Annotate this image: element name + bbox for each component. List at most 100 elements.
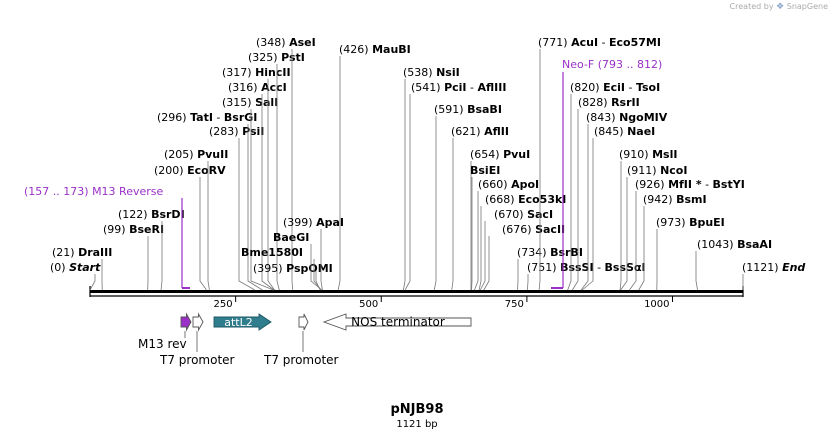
site-leader-line <box>160 221 163 291</box>
site-position: (668) <box>485 193 518 206</box>
site-name: HincII <box>255 66 291 79</box>
site-sacii: (676) SacII <box>483 223 565 291</box>
site-label: (654) PvuI <box>470 148 530 161</box>
site-name: ApoI <box>511 178 539 191</box>
site-leader-line <box>402 79 406 291</box>
site-sali: (315) SalI <box>222 96 278 291</box>
site-label: (99) BseRI <box>103 223 164 236</box>
site-position: (1043) <box>697 238 737 251</box>
site-leader-line <box>199 177 207 291</box>
site-name: PvuII <box>197 148 228 161</box>
feature-label: T7 promoter <box>263 353 339 367</box>
site-name: BssSI <box>560 261 594 274</box>
site-leader-line <box>276 64 280 291</box>
site-label: (926) MfII * - BstYI <box>635 178 745 191</box>
site-name: BssSαI <box>605 261 646 274</box>
primer-label: (157 .. 173) M13 Reverse <box>24 185 163 198</box>
site-name: BsrDI <box>151 208 185 221</box>
site-label: (828) RsrII <box>578 96 640 109</box>
site-leader-line <box>580 124 589 291</box>
site-leader-line <box>451 138 454 291</box>
site-name: End <box>782 261 805 274</box>
site-position: (296) <box>157 111 190 124</box>
site-psti: (325) PstI <box>248 51 305 291</box>
credit-brand: SnapGene <box>786 2 828 11</box>
primer-binding-sites: (157 .. 173) M13 Reverse Neo-F (793 .. 81… <box>24 58 662 289</box>
site-label: (660) ApoI <box>478 178 539 191</box>
site-leader-line <box>247 124 263 291</box>
site-label: (200) EcoRV <box>154 164 226 177</box>
site-name-separator: - <box>625 81 636 94</box>
site-label: (843) NgoMIV <box>586 111 668 124</box>
primer-neo-f: Neo-F (793 .. 812) <box>551 58 662 289</box>
ruler-tick-label: 1000 <box>644 299 669 310</box>
site-name: NgoMIV <box>619 111 668 124</box>
site-acui-eco57mi: (771) AcuI - Eco57MI <box>538 36 661 291</box>
site-position: (621) <box>451 125 484 138</box>
site-position: (283) <box>209 125 242 138</box>
site-name: ApaI <box>316 216 344 229</box>
feature-arrow <box>322 313 472 331</box>
site-name: BsaBI <box>467 103 502 116</box>
site-name: AflIII <box>478 81 507 94</box>
site-start: (0) Start <box>50 261 101 291</box>
site-leader-line <box>629 191 637 291</box>
site-position: (660) <box>478 178 511 191</box>
site-position: (845) <box>594 125 627 138</box>
site-pvuii: (205) PvuII <box>164 148 228 291</box>
site-name: AcuI <box>571 36 598 49</box>
site-label: (316) AccI <box>228 81 287 94</box>
site-name: Start <box>69 261 101 274</box>
site-position: (654) <box>470 148 503 161</box>
site-hincii: (317) HincII <box>222 66 291 291</box>
site-leader-line <box>267 79 275 291</box>
site-label: (399) ApaI <box>283 216 344 229</box>
site-name: SacII <box>535 223 565 236</box>
site-position: (1121) <box>742 261 782 274</box>
site-leader-line <box>250 109 274 291</box>
site-label: (621) AflII <box>451 125 509 138</box>
site-label: (1043) BsaAI <box>697 238 772 251</box>
plasmid-length: 1121 bp <box>396 419 438 430</box>
site-asei: (348) AseI <box>256 36 316 291</box>
site-position: (538) <box>403 66 436 79</box>
site-label: (734) BsrBI <box>517 246 583 259</box>
site-name-separator: - <box>598 36 609 49</box>
site-name: BseRI <box>129 223 164 236</box>
site-draiii: (21) DraIII <box>52 246 112 291</box>
site-bsmi: (942) BsmI <box>638 193 707 291</box>
site-name-separator: - <box>702 178 713 191</box>
site-name: TsoI <box>636 81 660 94</box>
site-leader-line <box>207 161 210 291</box>
site-position: (751) <box>527 261 560 274</box>
site-leader-line <box>695 251 698 291</box>
primer-label: Neo-F (793 .. 812) <box>562 58 662 71</box>
site-name: AseI <box>289 36 316 49</box>
site-apai: (399) ApaI <box>283 216 344 291</box>
feature-arrow <box>192 312 204 332</box>
site-name: NaeI <box>627 125 655 138</box>
site-leader-line <box>638 206 645 291</box>
site-leader-line <box>433 116 437 291</box>
site-label: (21) DraIII <box>52 246 112 259</box>
site-leader-line <box>567 94 572 291</box>
site-label: BaeGI <box>273 231 309 244</box>
feature-label: T7 promoter <box>159 353 235 367</box>
site-name: PvuI <box>503 148 530 161</box>
site-label: (538) NsiI <box>403 66 460 79</box>
primer-range: (793 .. 812) <box>594 58 662 71</box>
site-position: (670) <box>494 208 527 221</box>
site-baegi: BaeGI <box>273 231 323 291</box>
site-position: (910) <box>619 148 652 161</box>
site-position: (820) <box>570 81 603 94</box>
site-naei: (845) NaeI <box>581 125 655 291</box>
site-leader-line <box>291 49 294 291</box>
site-name: Bme1580I <box>241 246 303 259</box>
site-leader-line <box>238 138 256 291</box>
site-label: (541) PciI - AflIII <box>411 81 506 94</box>
site-name-separator: - <box>467 81 478 94</box>
site-label: (0) Start <box>50 261 101 274</box>
site-ecorv: (200) EcoRV <box>154 164 226 291</box>
site-name: BsrGI <box>224 111 257 124</box>
